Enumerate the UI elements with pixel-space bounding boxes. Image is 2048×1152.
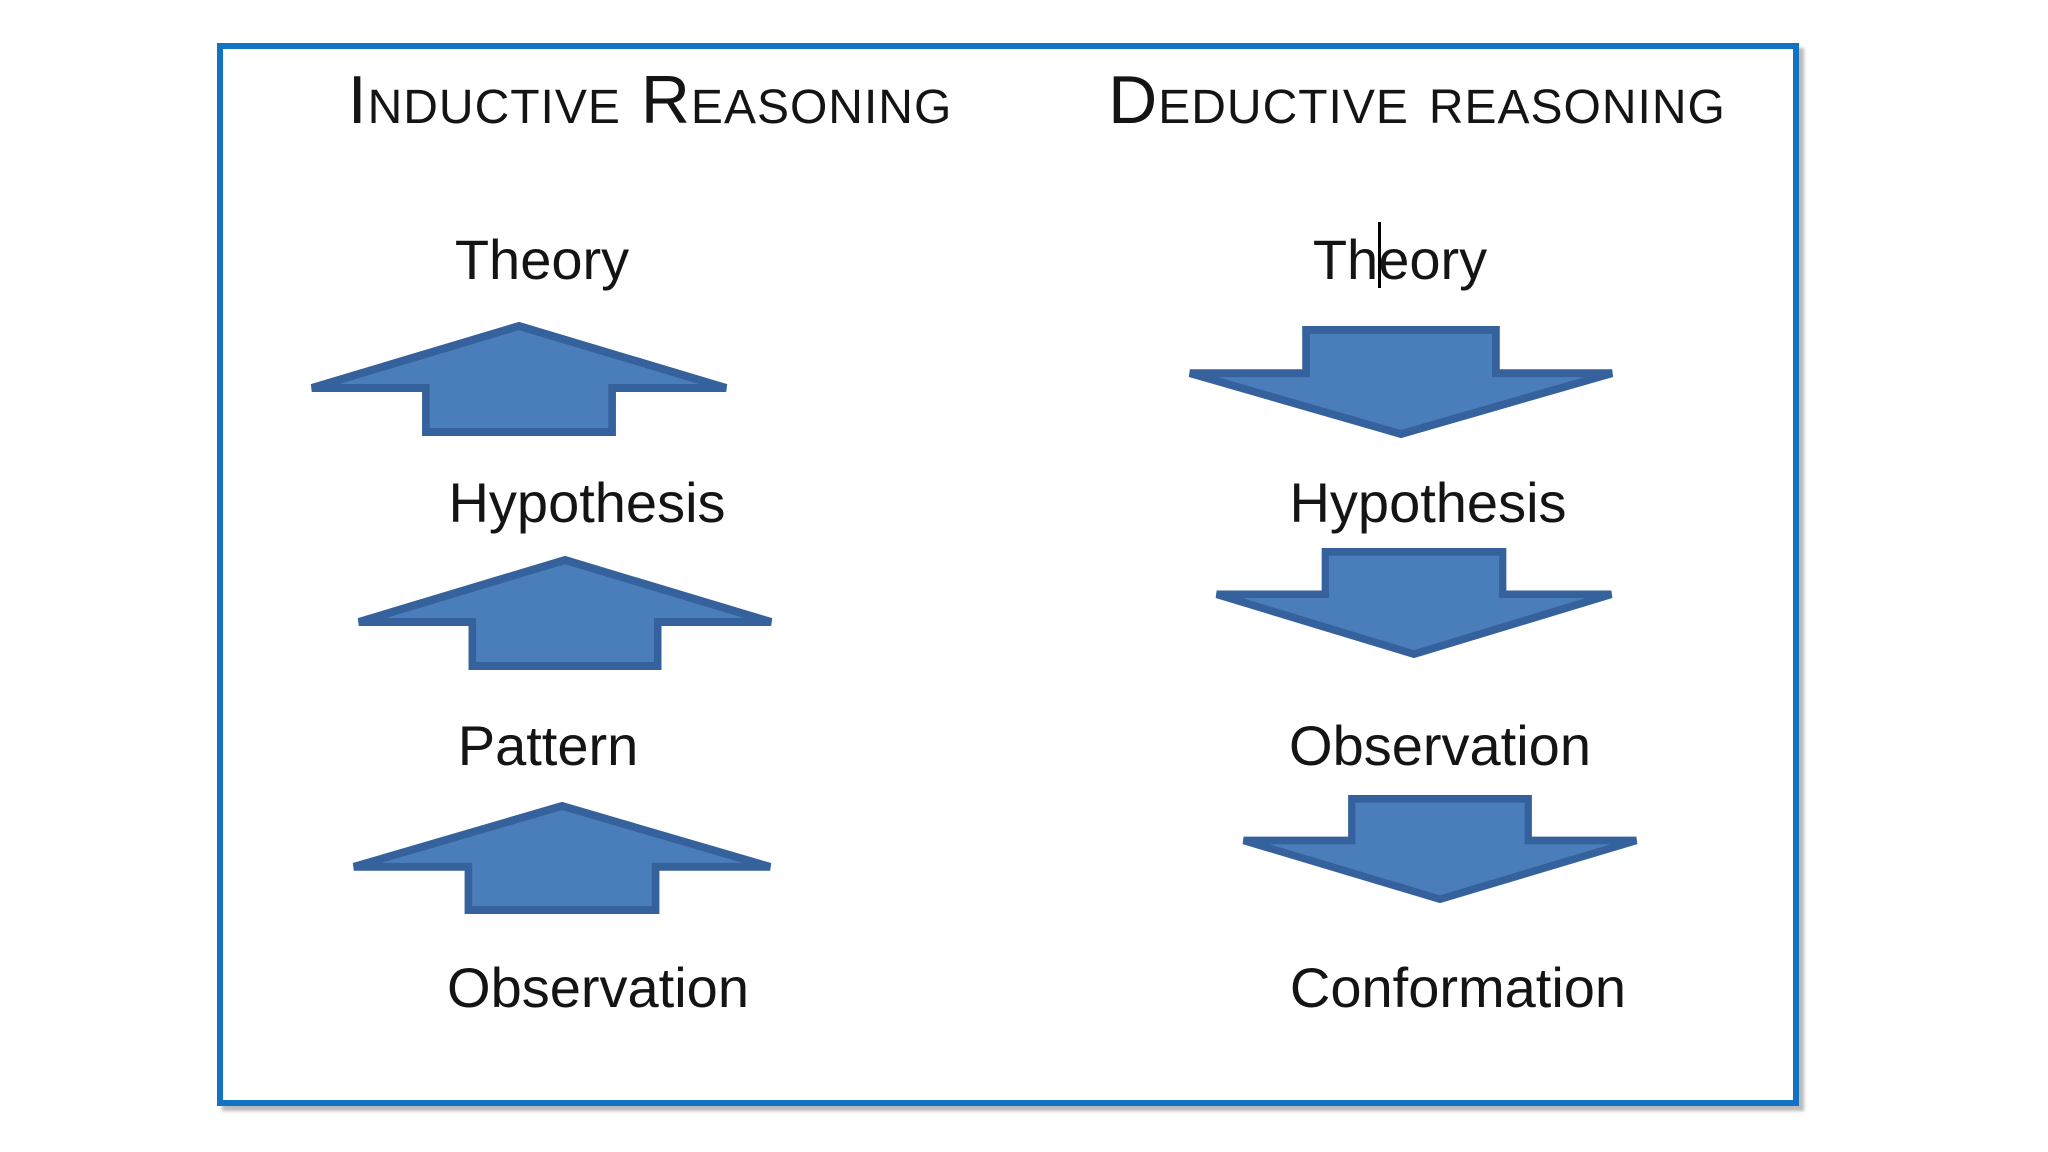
down-arrow: [1242, 795, 1638, 903]
down-arrow: [1215, 548, 1613, 658]
up-arrow: [310, 322, 728, 436]
deductive-step-theory: Theory: [1312, 228, 1488, 291]
deductive-step-conformation: Conformation: [1289, 956, 1627, 1019]
deductive-step-hypothesis: Hypothesis: [1289, 471, 1567, 534]
deductive-title: Deductive reasoning: [1108, 62, 1726, 138]
down-arrow: [1188, 326, 1614, 438]
inductive-step-observation: Observation: [447, 956, 749, 1019]
inductive-step-pattern: Pattern: [457, 714, 639, 777]
text-cursor: [1378, 222, 1381, 288]
inductive-title: Inductive Reasoning: [347, 62, 953, 138]
inductive-step-theory: Theory: [454, 228, 630, 291]
up-arrow: [352, 802, 772, 914]
deductive-step-observation: Observation: [1289, 714, 1591, 777]
up-arrow: [357, 556, 773, 670]
inductive-step-hypothesis: Hypothesis: [448, 471, 726, 534]
diagram-panel: [217, 43, 1799, 1106]
